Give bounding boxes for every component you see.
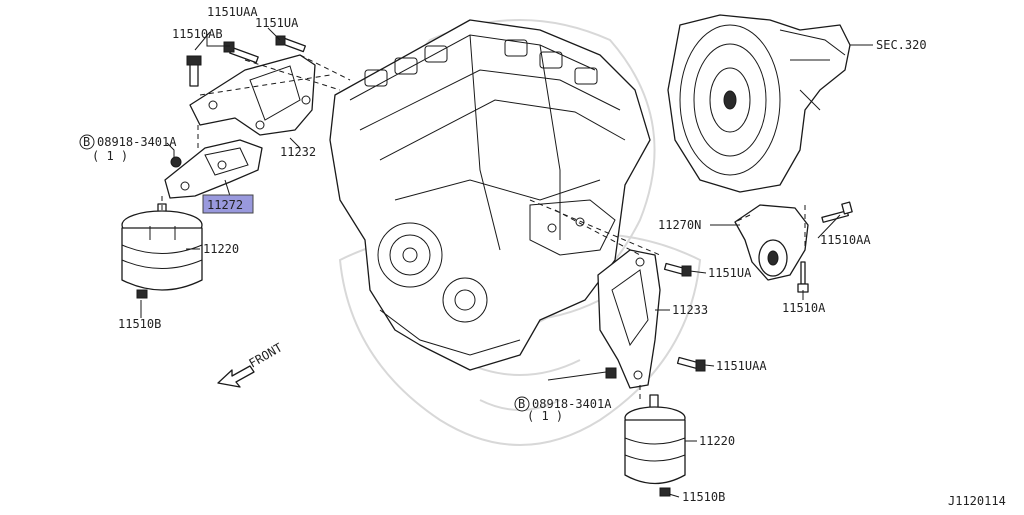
label-11510b-left[interactable]: 11510B — [118, 317, 161, 331]
label-11232[interactable]: 11232 — [280, 145, 316, 159]
label-1151uaa-mid[interactable]: 1151UAA — [716, 359, 767, 373]
bolt-b-marker-right — [514, 396, 530, 412]
label-b-right: B — [518, 397, 525, 411]
label-08918-right[interactable]: 08918-3401A — [532, 397, 612, 411]
label-11510ab[interactable]: 11510AB — [172, 27, 223, 41]
label-08918-left-qty: ( 1 ) — [92, 149, 128, 163]
transmission — [667, 14, 851, 193]
insulator-11220-right-shape — [624, 394, 686, 497]
label-1151uaa-top[interactable]: 1151UAA — [207, 5, 258, 19]
rear-mount-11270n — [734, 201, 853, 293]
label-11220-left[interactable]: 11220 — [203, 242, 239, 256]
label-08918-left[interactable]: 08918-3401A — [97, 135, 177, 149]
label-b-left: B — [83, 135, 90, 149]
alignment-lines — [161, 54, 806, 400]
bracket-11232-shape — [186, 35, 316, 136]
label-08918-right-qty: ( 1 ) — [527, 409, 563, 423]
part-labels: 1151UAA 1151UA 11510AB B 08918-3401A ( 1… — [79, 5, 1006, 508]
bolt-b-marker-left — [79, 134, 95, 150]
diagram-id: J1120114 — [948, 494, 1006, 508]
label-1151ua-mid[interactable]: 1151UA — [708, 266, 752, 280]
bracket-11233-shape — [597, 249, 706, 389]
label-11233[interactable]: 11233 — [672, 303, 708, 317]
insulator-11220-left-shape — [121, 203, 203, 299]
label-11510b-right[interactable]: 11510B — [682, 490, 725, 504]
highlight-11272 — [202, 194, 254, 214]
front-arrow: FRONT — [217, 340, 285, 388]
label-11272[interactable]: 11272 — [207, 198, 243, 212]
leader-lines — [140, 27, 873, 498]
label-11510aa[interactable]: 11510AA — [820, 233, 871, 247]
front-label: FRONT — [247, 340, 285, 370]
label-11270n[interactable]: 11270N — [658, 218, 701, 232]
bracket-11272-shape — [164, 139, 263, 199]
label-11510a[interactable]: 11510A — [782, 301, 826, 315]
label-sec-320[interactable]: SEC.320 — [876, 38, 927, 52]
label-1151ua-top[interactable]: 1151UA — [255, 16, 299, 30]
label-11220-right[interactable]: 11220 — [699, 434, 735, 448]
engine-block — [329, 19, 651, 371]
